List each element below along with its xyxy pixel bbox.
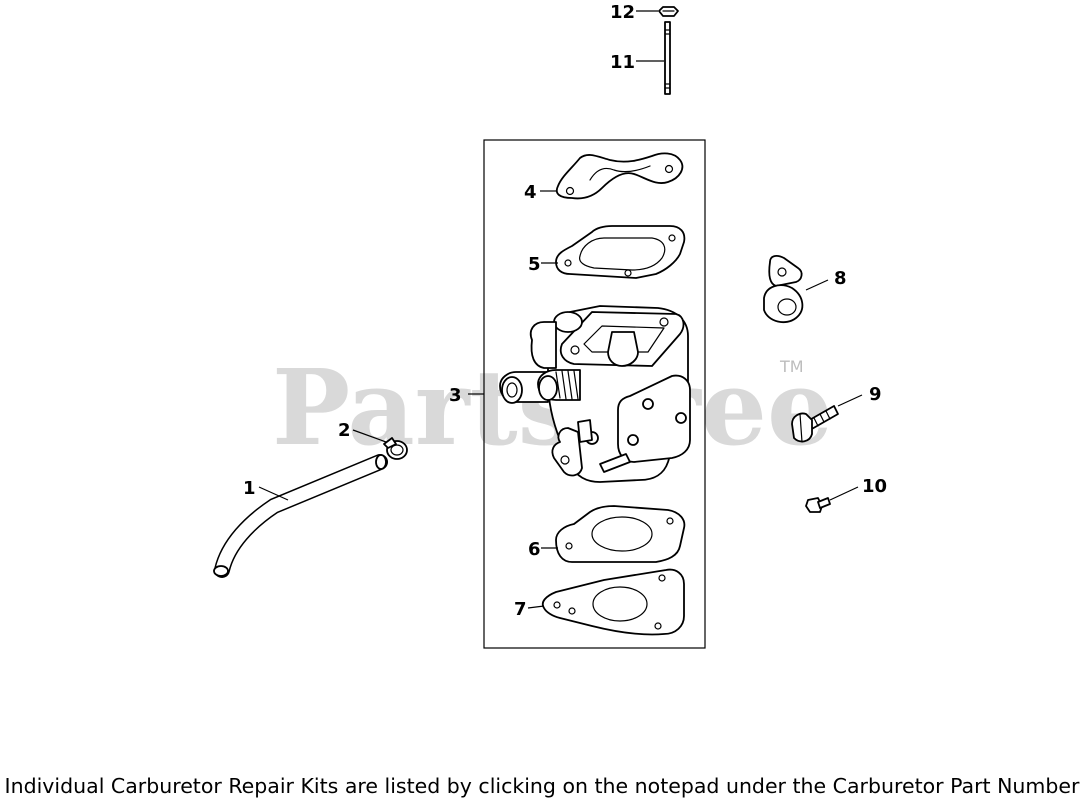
part-1-fuel-hose[interactable] xyxy=(213,454,388,578)
callout-12: 12 xyxy=(610,2,635,23)
part-6-gasket[interactable] xyxy=(555,505,686,563)
callout-10: 10 xyxy=(862,476,887,497)
part-5-gasket[interactable] xyxy=(555,225,686,279)
part-2-hose-clamp[interactable] xyxy=(383,437,408,460)
part-10-screw[interactable] xyxy=(805,497,831,513)
part-3-carburetor[interactable] xyxy=(499,305,691,483)
callout-11: 11 xyxy=(610,52,635,73)
callout-1: 1 xyxy=(243,478,256,499)
part-9-bolt[interactable] xyxy=(791,405,839,443)
part-12-nut[interactable] xyxy=(658,6,679,17)
part-7-gasket[interactable] xyxy=(541,568,685,636)
watermark-trademark: TM xyxy=(779,357,804,376)
callout-7: 7 xyxy=(514,599,527,620)
callout-2: 2 xyxy=(338,420,351,441)
repair-kit-note: Individual Carburetor Repair Kits are li… xyxy=(4,774,1080,798)
part-11-stud[interactable] xyxy=(664,21,671,95)
callout-9: 9 xyxy=(869,384,882,405)
callout-4: 4 xyxy=(524,182,537,203)
callout-6: 6 xyxy=(528,539,541,560)
callout-3: 3 xyxy=(449,385,462,406)
part-8-cable-clip[interactable] xyxy=(763,255,804,324)
callout-5: 5 xyxy=(528,254,541,275)
leader-lines xyxy=(258,10,863,609)
callout-8: 8 xyxy=(834,268,847,289)
callout-labels: 12 11 4 5 3 2 1 6 7 8 9 10 xyxy=(243,2,887,620)
part-4-gasket[interactable] xyxy=(555,152,684,200)
